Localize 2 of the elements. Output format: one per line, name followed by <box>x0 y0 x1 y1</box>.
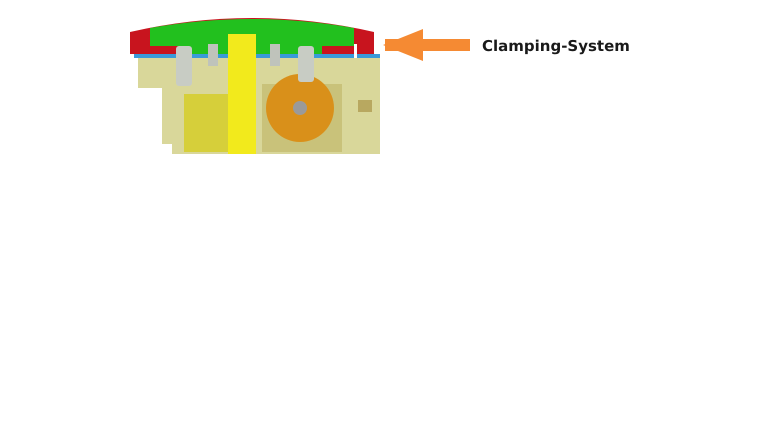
callout-label: Clamping-System <box>482 37 630 55</box>
arrow <box>383 29 470 61</box>
